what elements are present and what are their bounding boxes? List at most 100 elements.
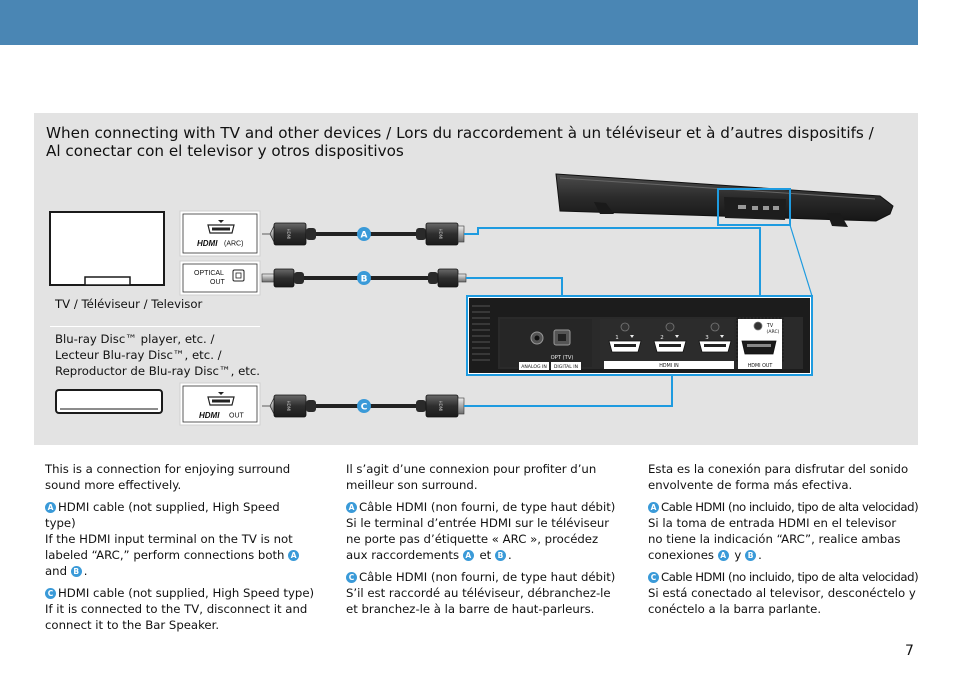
cable-a-left-plug-text: HDMI	[286, 229, 291, 240]
marker-b-icon: B	[70, 566, 82, 577]
soundbar-port-highlight	[717, 188, 791, 226]
section-title-line-2: Al conectar con el televisor y otros dis…	[46, 142, 404, 160]
section-title: When connecting with TV and other device…	[46, 124, 906, 160]
marker-c-icon: C	[45, 588, 56, 599]
cable-c-en-text-2: connect it to the Bar Speaker.	[45, 618, 220, 632]
intro-es-1: Esta es la conexión para disfrutar del s…	[648, 462, 909, 476]
connection-diagram: HDMI (ARC) OPTICAL OUT HDMI OUT HDMI HDM…	[49, 173, 894, 426]
cable-a-es-text-1: Si la toma de entrada HDMI en el televis…	[648, 516, 897, 530]
marker-a-icon: A	[717, 550, 729, 561]
zoom-guide-right	[789, 224, 813, 297]
marker-c-icon: C	[346, 572, 357, 583]
tv-hdmi-brand: HDMI	[197, 239, 218, 248]
opt-tv-label: OPT (TV)	[551, 355, 574, 361]
cable-a-en-text-2: labeled “ARC,” perform connections both	[45, 548, 285, 562]
header-bar	[0, 0, 918, 45]
cable-c-right-plug-text: HDMI	[438, 401, 443, 412]
hdmi-out-label: HDMI OUT	[748, 363, 773, 369]
cable-c-left-plug-text: HDMI	[286, 401, 291, 412]
intro-fr: Il s’agit d’une connexion pour profiter …	[346, 461, 626, 493]
cable-c-hdmi: HDMI HDMI	[262, 394, 465, 418]
marker-b-icon: B	[745, 550, 757, 561]
cable-a-fr-text-2: ne porte pas d’étiquette « ARC », procéd…	[346, 532, 599, 546]
tv-arc-label-2: (ARC)	[767, 329, 780, 335]
player-label-2: Lecteur Blu-ray Disc™, etc. /	[55, 348, 222, 362]
marker-a-icon: A	[346, 502, 357, 513]
cable-c-fr-title: Câble HDMI (non fourni, de type haut déb…	[359, 570, 616, 584]
cable-a-fr-text-4: et	[479, 548, 492, 562]
marker-c-label: C	[361, 403, 368, 413]
cable-a-right-plug-text: HDMI	[438, 229, 443, 240]
player-label-3: Reproductor de Blu-ray Disc™, etc.	[55, 364, 261, 378]
marker-b: B	[357, 271, 371, 285]
marker-a-icon: A	[648, 502, 659, 513]
tv-optical-out-port: OPTICAL OUT	[179, 260, 261, 296]
divider	[50, 326, 260, 327]
soundbar	[555, 173, 894, 227]
cable-a-fr-title: Câble HDMI (non fourni, de type haut déb…	[359, 500, 616, 514]
tv-label: TV / Téléviseur / Televisor	[55, 297, 203, 311]
cable-c-es-text-2: conéctelo a la barra parlante.	[648, 602, 822, 616]
cable-a-fr-text-5: .	[507, 548, 512, 562]
digital-in-label: DIGITAL IN	[554, 364, 578, 370]
tv-arc-label-1: TV	[766, 323, 774, 329]
cable-a-es-text-5: .	[758, 548, 762, 562]
marker-a-icon: A	[45, 502, 56, 513]
player-hdmi-brand: HDMI	[199, 411, 220, 420]
hdmi-in-1-number: 1	[615, 335, 619, 341]
marker-a-label: A	[361, 231, 368, 241]
intro-fr-2: meilleur son surround.	[346, 478, 478, 492]
marker-b-icon: B	[494, 550, 506, 561]
marker-a-icon: A	[462, 550, 474, 561]
cable-a-en-text-1: If the HDMI input terminal on the TV is …	[45, 532, 293, 546]
section-title-line-1: When connecting with TV and other device…	[46, 124, 874, 142]
cable-c-fr-text-2: et branchez-le à la barre de haut-parleu…	[346, 602, 595, 616]
intro-en-1: This is a connection for enjoying surrou…	[45, 462, 291, 476]
intro-fr-1: Il s’agit d’une connexion pour profiter …	[346, 462, 597, 476]
cable-c-en-title: HDMI cable (not supplied, High Speed typ…	[58, 586, 315, 600]
cable-a-en-text-3: and	[45, 564, 67, 578]
hdmi-in-3-number: 3	[705, 335, 709, 341]
intro-es-2: envolvente de forma más efectiva.	[648, 478, 853, 492]
tv-hdmi-arc-port: HDMI (ARC)	[179, 210, 261, 257]
column-english: This is a connection for enjoying surrou…	[45, 461, 325, 639]
cable-a-en-text-4: .	[83, 564, 88, 578]
hdmi-in-2-number: 2	[660, 335, 664, 341]
intro-es: Esta es la conexión para disfrutar del s…	[648, 461, 928, 493]
column-french: Il s’agit d’une connexion pour profiter …	[346, 461, 626, 623]
cable-a-en-title-1: HDMI cable (not supplied, High Speed	[58, 500, 280, 514]
rear-panel: OPT (TV) ANALOG IN DIGITAL IN 1 2 3 HDMI…	[466, 295, 813, 376]
marker-a-icon: A	[288, 550, 300, 561]
cable-c-es-title: Cable HDMI (no incluido, tipo de alta ve…	[661, 570, 919, 584]
column-spanish: Esta es la conexión para disfrutar del s…	[648, 461, 928, 623]
marker-c: C	[357, 399, 371, 413]
cable-a-es-title: Cable HDMI (no incluido, tipo de alta ve…	[661, 500, 919, 514]
marker-c-icon: C	[648, 572, 659, 583]
tv-illustration	[49, 211, 165, 286]
player-hdmi-out-port: HDMI OUT	[179, 382, 261, 426]
cable-a-fr-text-3: aux raccordements	[346, 548, 460, 562]
player-illustration	[55, 389, 163, 414]
tv-optical-label-2: OUT	[210, 279, 226, 286]
analog-in-label: ANALOG IN	[521, 364, 547, 370]
marker-a: A	[357, 227, 371, 241]
marker-b-label: B	[361, 275, 368, 285]
tv-optical-label-1: OPTICAL	[194, 270, 224, 277]
cable-a-es-text-3: conexiones	[648, 548, 714, 562]
cable-c-es-text-1: Si está conectado al televisor, desconéc…	[648, 586, 916, 600]
cable-a-en-title-2: type)	[45, 516, 76, 530]
intro-en-2: sound more effectively.	[45, 478, 182, 492]
player-label-1: Blu-ray Disc™ player, etc. /	[55, 332, 215, 346]
hdmi-in-label: HDMI IN	[659, 363, 679, 369]
cable-a-es-text-4: y	[734, 548, 742, 562]
cable-a-fr-text-1: Si le terminal d’entrée HDMI sur le télé…	[346, 516, 610, 530]
cable-c-en-text-1: If it is connected to the TV, disconnect…	[45, 602, 308, 616]
cable-c-fr-text-1: S’il est raccordé au téléviseur, débranc…	[346, 586, 611, 600]
player-hdmi-out-suffix: OUT	[229, 413, 245, 420]
